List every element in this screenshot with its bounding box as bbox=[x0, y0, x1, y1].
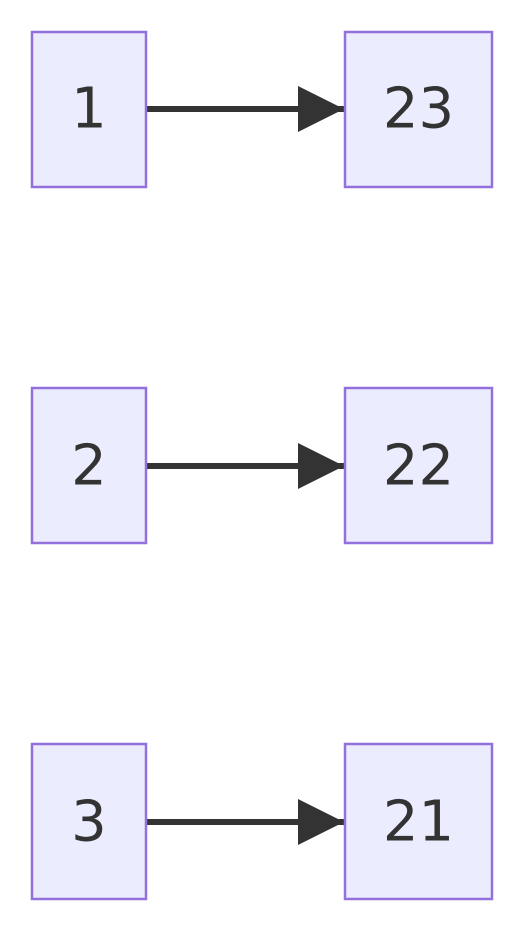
node-source-1-label: 1 bbox=[71, 77, 107, 142]
node-target-3-label: 21 bbox=[383, 790, 454, 855]
node-source-2-label: 2 bbox=[71, 434, 107, 499]
node-source-3-label: 3 bbox=[71, 790, 107, 855]
node-target-2-label: 22 bbox=[383, 434, 454, 499]
diagram-row-2: 2 22 bbox=[30, 386, 494, 545]
node-target-1-label: 23 bbox=[383, 77, 454, 142]
node-target-3: 21 bbox=[343, 742, 494, 901]
node-source-2: 2 bbox=[30, 386, 148, 545]
diagram-row-3: 3 21 bbox=[30, 742, 494, 901]
node-source-1: 1 bbox=[30, 30, 148, 189]
node-target-2: 22 bbox=[343, 386, 494, 545]
node-target-1: 23 bbox=[343, 30, 494, 189]
diagram-row-1: 1 23 bbox=[30, 30, 494, 189]
node-source-3: 3 bbox=[30, 742, 148, 901]
